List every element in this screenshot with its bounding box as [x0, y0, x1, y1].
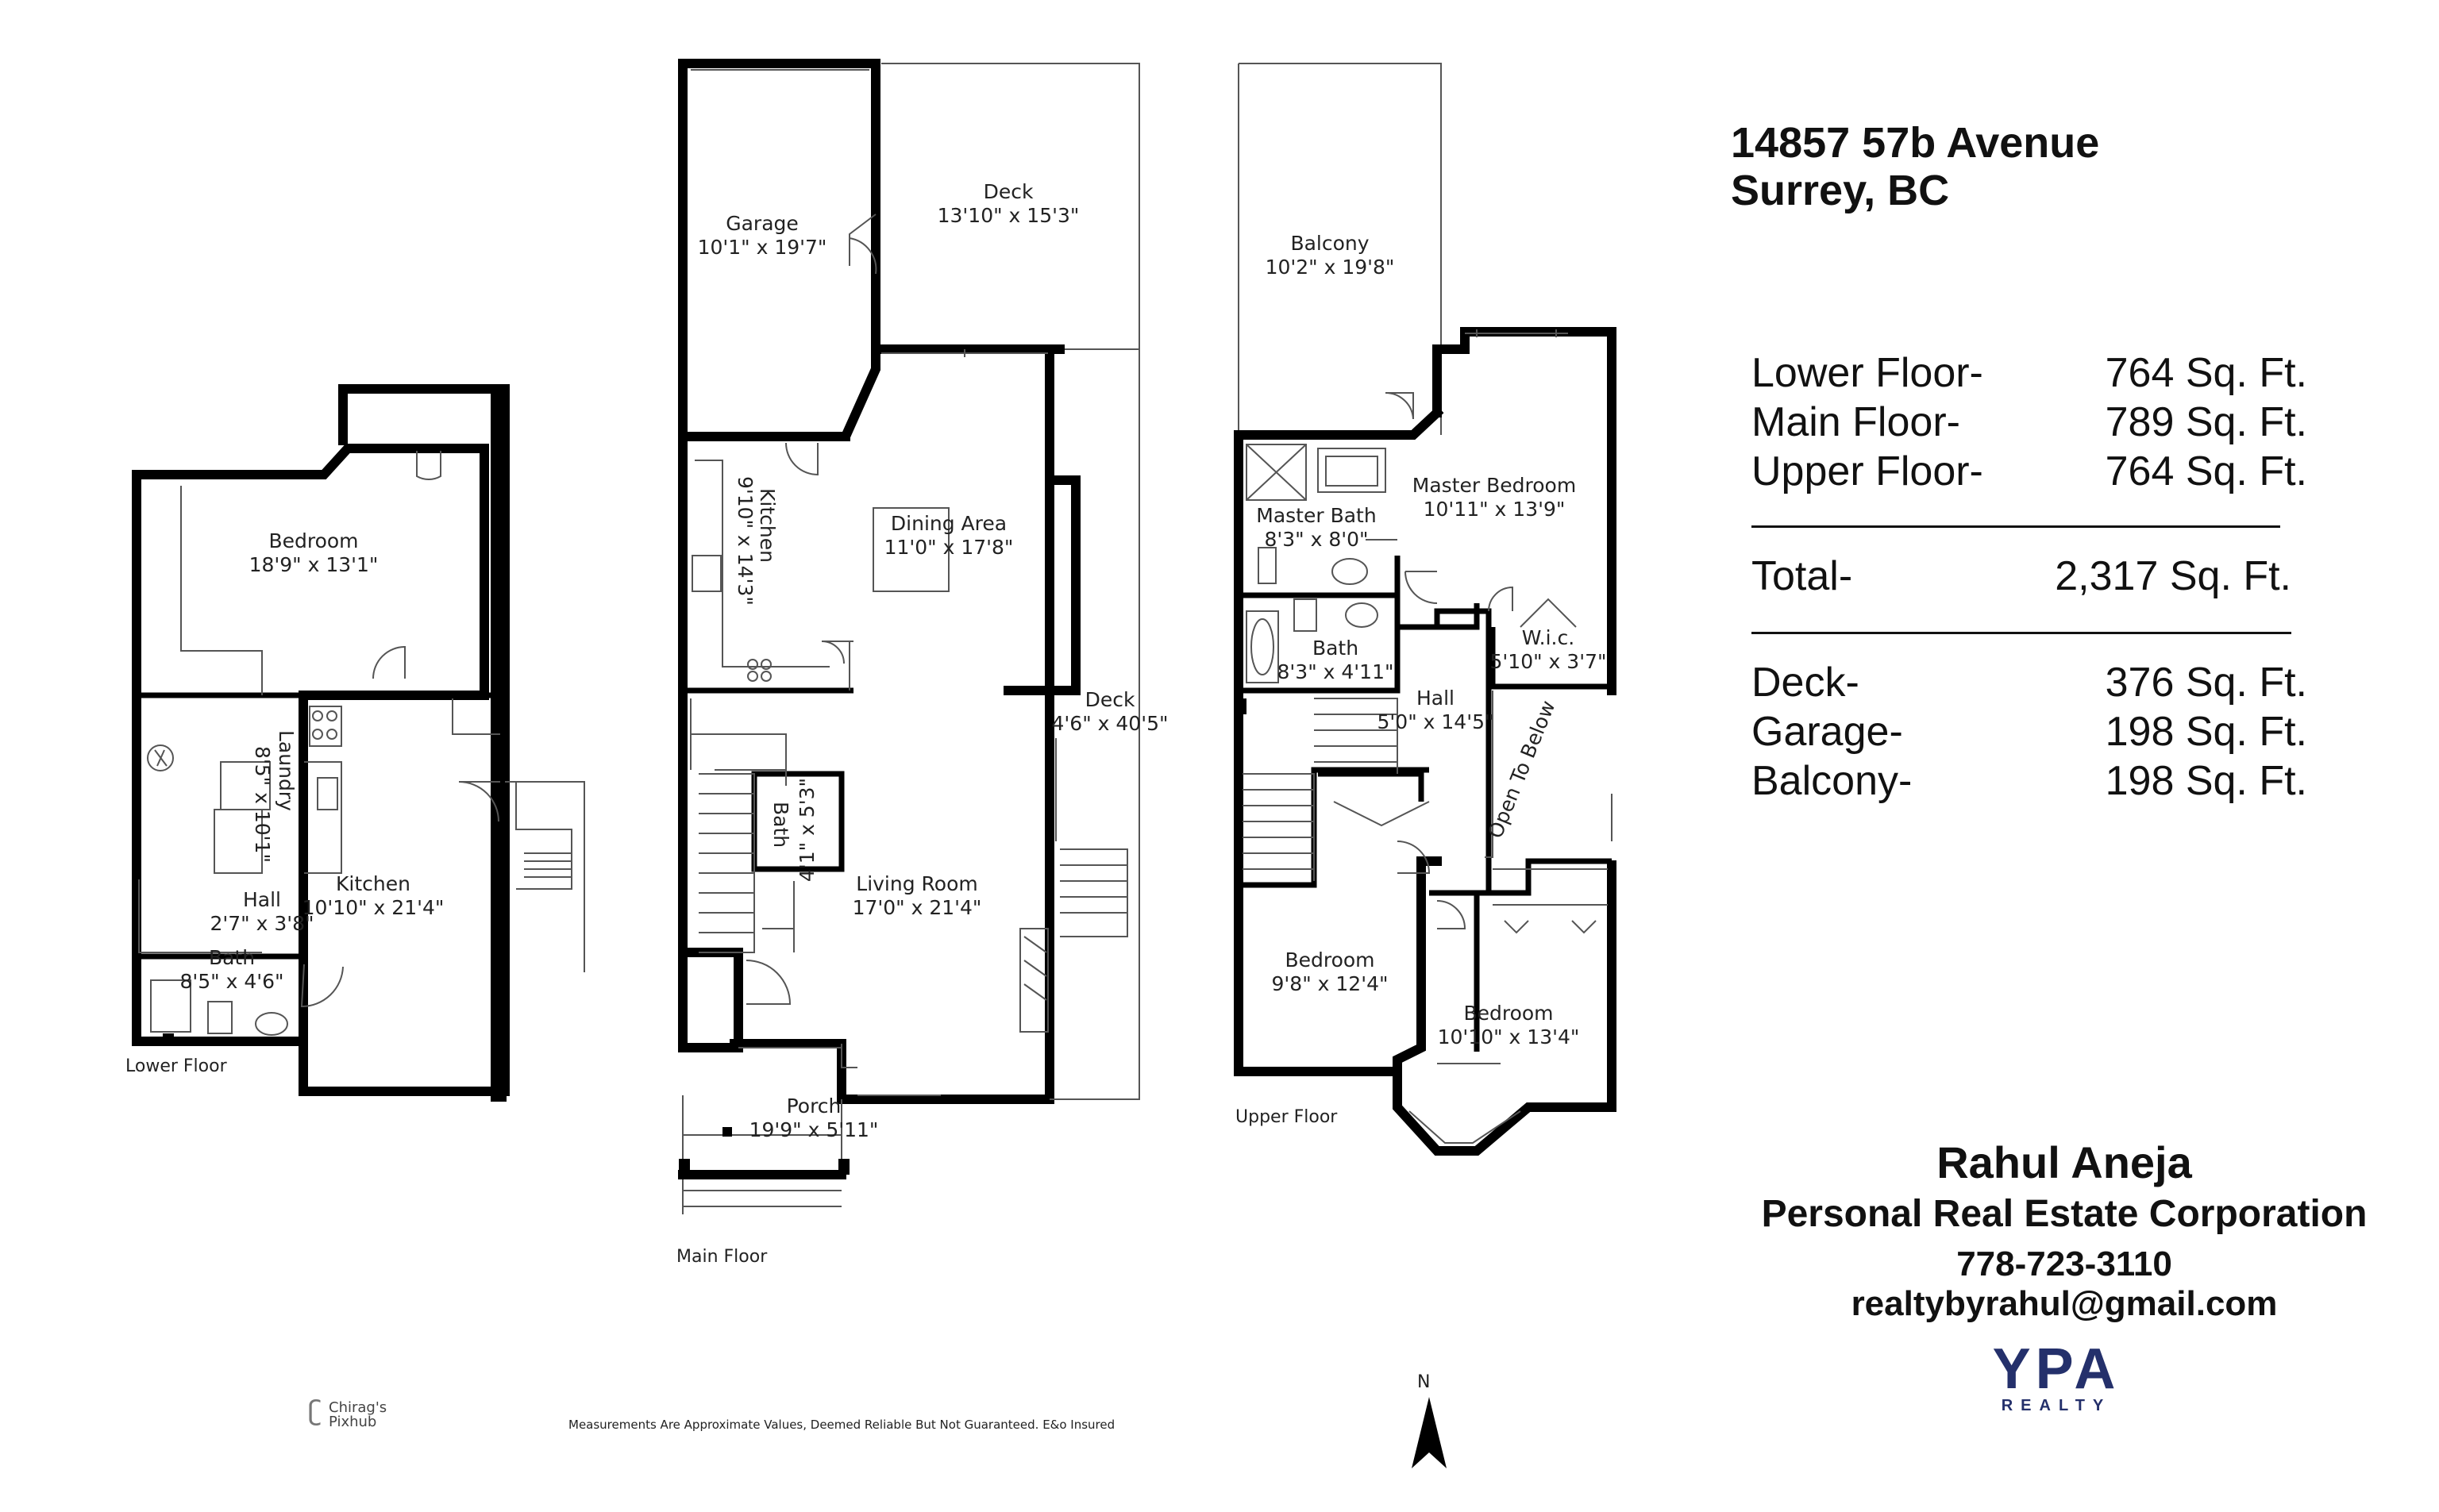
deck-dims: 13'10" x 15'3"	[938, 204, 1080, 227]
lower-bedroom-name: Bedroom	[268, 529, 358, 552]
logo-text: YPA	[1992, 1337, 2121, 1401]
lower-bath-name: Bath	[209, 946, 255, 969]
upper-bath-dims: 8'3" x 4'11"	[1277, 660, 1394, 683]
area-label: Lower Floor-	[1751, 350, 1983, 396]
lower-bedroom-dims: 18'9" x 13'1"	[249, 553, 379, 576]
main-bath-name: Bath	[769, 802, 792, 848]
pixhub-icon: ʗ	[308, 1395, 322, 1427]
credit-line-2: Pixhub	[329, 1414, 377, 1430]
area-value: 376 Sq. Ft.	[2105, 660, 2307, 706]
wic-name: W.i.c.	[1522, 626, 1574, 649]
lower-hall-name: Hall	[243, 888, 281, 911]
address-line-2: Surrey, BC	[1731, 167, 1950, 214]
balcony-name: Balcony	[1290, 232, 1369, 255]
garage-dims: 10'1" x 19'7"	[698, 236, 827, 259]
main-floor-plan	[678, 59, 1140, 1214]
deck-name: Deck	[984, 180, 1034, 203]
dining-area-name: Dining Area	[891, 512, 1007, 535]
upper-hall-dims: 5'0" x 14'5"	[1377, 710, 1494, 733]
side-deck-name: Deck	[1085, 688, 1135, 711]
info-panel: 14857 57b Avenue Surrey, BC	[1731, 119, 2398, 214]
lower-bath-dims: 8'5" x 4'6"	[179, 970, 283, 993]
lower-floor-label: Lower Floor	[125, 1056, 228, 1076]
porch-dims: 19'9" x 5'11"	[749, 1118, 879, 1141]
laundry-name: Laundry	[275, 730, 298, 811]
area-label: Balcony-	[1751, 758, 1913, 804]
area-label: Garage-	[1751, 709, 1903, 755]
master-bath-dims: 8'3" x 8'0"	[1264, 528, 1368, 551]
area-value: 764 Sq. Ft.	[2105, 448, 2307, 494]
open-to-below-label: Open To Below	[1484, 698, 1560, 842]
main-kitchen-dims: 9'10" x 14'3"	[734, 476, 757, 606]
side-deck-dims: 4'6" x 40'5"	[1052, 712, 1169, 735]
lower-kitchen-dims: 10'10" x 21'4"	[302, 896, 445, 919]
north-arrow-icon	[1412, 1397, 1447, 1468]
balcony-dims: 10'2" x 19'8"	[1266, 256, 1395, 279]
area-value: 2,317 Sq. Ft.	[2055, 553, 2291, 599]
divider	[1751, 632, 2291, 634]
disclaimer: Measurements Are Approximate Values, Dee…	[568, 1418, 1115, 1432]
area-value: 764 Sq. Ft.	[2105, 350, 2307, 396]
bedroom-2-name: Bedroom	[1285, 948, 1374, 971]
wic-dims: 5'10" x 3'7"	[1490, 650, 1607, 673]
garage-name: Garage	[726, 212, 799, 235]
agent-phone: 778-723-3110	[1956, 1245, 2172, 1283]
logo-subtext: REALTY	[2001, 1397, 2112, 1414]
bedroom-3-dims: 10'10" x 13'4"	[1438, 1025, 1580, 1048]
living-room-dims: 17'0" x 21'4"	[853, 896, 982, 919]
divider	[1751, 525, 2280, 528]
credit-line-1: Chirag's	[329, 1399, 387, 1416]
area-value: 198 Sq. Ft.	[2105, 758, 2307, 804]
living-room-name: Living Room	[856, 872, 977, 895]
ypa-realty-logo: YPA REALTY	[1977, 1341, 2136, 1415]
main-floor-label: Main Floor	[676, 1247, 768, 1267]
upper-bath-name: Bath	[1312, 637, 1358, 660]
agent-company: Personal Real Estate Corporation	[1761, 1193, 2368, 1235]
porch-name: Porch	[787, 1095, 842, 1118]
bedroom-2-dims: 9'8" x 12'4"	[1272, 972, 1389, 995]
laundry-dims: 8'5" x 10'1"	[251, 746, 274, 863]
bedroom-3-name: Bedroom	[1463, 1002, 1553, 1025]
agent-name: Rahul Aneja	[1936, 1137, 2192, 1187]
agent-email: realtybyrahul@gmail.com	[1851, 1284, 2278, 1323]
master-bath-name: Master Bath	[1256, 504, 1376, 527]
lower-kitchen-name: Kitchen	[336, 872, 410, 895]
area-label: Upper Floor-	[1751, 448, 1983, 494]
upper-floor-label: Upper Floor	[1235, 1107, 1338, 1127]
area-value: 198 Sq. Ft.	[2105, 709, 2307, 755]
upper-hall-name: Hall	[1416, 687, 1455, 710]
lower-hall-dims: 2'7" x 3'8"	[210, 912, 314, 935]
main-bath-dims: 4'1" x 5'3"	[796, 778, 819, 882]
main-kitchen-name: Kitchen	[756, 488, 779, 563]
area-label: Main Floor-	[1751, 399, 1960, 445]
compass-label: N	[1417, 1372, 1430, 1392]
master-bedroom-dims: 10'11" x 13'9"	[1424, 498, 1566, 521]
address-line-1: 14857 57b Avenue	[1731, 119, 2100, 167]
area-value: 789 Sq. Ft.	[2105, 399, 2307, 445]
master-bedroom-name: Master Bedroom	[1412, 474, 1576, 497]
area-summary: Lower Floor- 764 Sq. Ft. Main Floor- 789…	[1751, 349, 2307, 825]
lower-floor-plan	[132, 384, 585, 1102]
upper-floor-plan	[1234, 63, 1616, 1156]
dining-area-dims: 11'0" x 17'8"	[884, 536, 1014, 559]
area-label: Deck-	[1751, 660, 1859, 706]
area-label: Total-	[1751, 553, 1853, 599]
